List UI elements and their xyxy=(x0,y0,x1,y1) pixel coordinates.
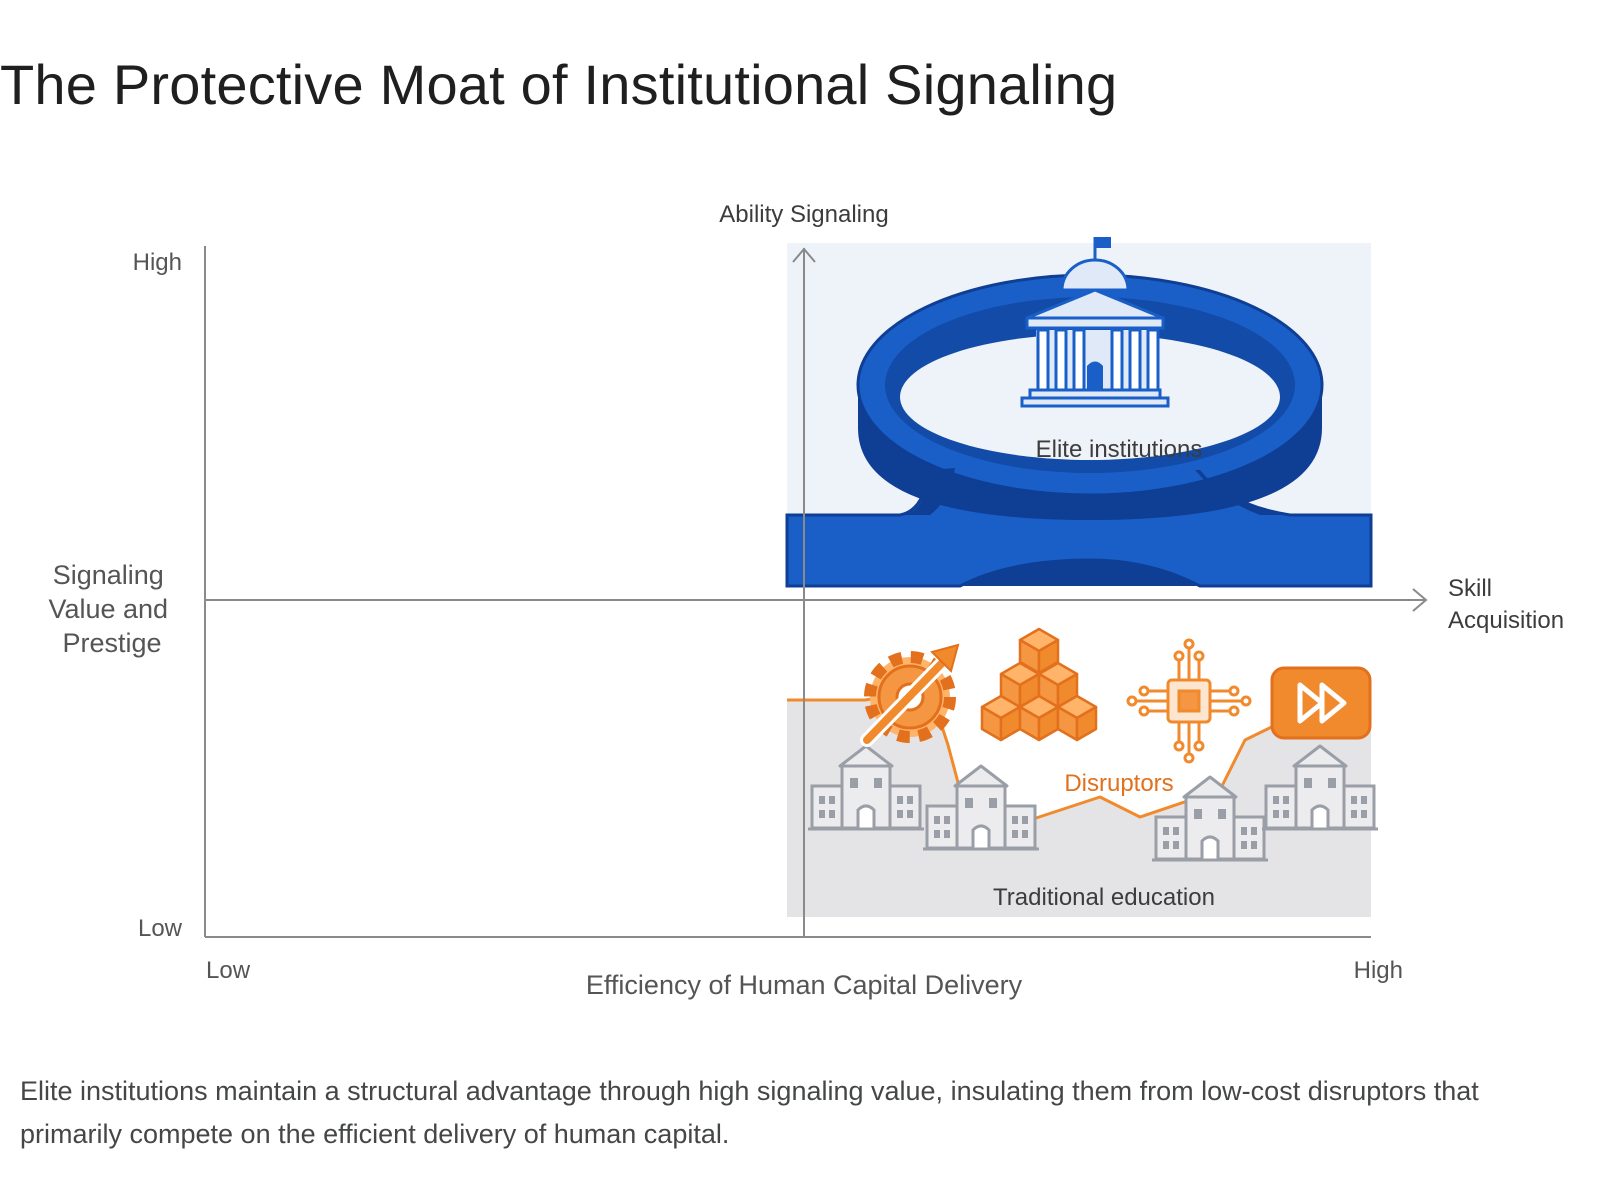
elite-institutions-label: Elite institutions xyxy=(1036,436,1203,463)
ability-signaling-arrowhead xyxy=(792,247,816,263)
traditional-education-label: Traditional education xyxy=(993,884,1215,911)
circuit-chip-icon xyxy=(1126,638,1252,764)
figure-caption: Elite institutions maintain a structural… xyxy=(20,1076,1479,1149)
gear-growth-arrow-icon xyxy=(860,643,960,747)
y-axis-title: Signaling Value and Prestige xyxy=(48,560,175,658)
skill-acquisition-arrowhead xyxy=(1412,588,1428,612)
x-axis-low-label: Low xyxy=(206,957,251,984)
page-title: The Protective Moat of Institutional Sig… xyxy=(0,53,1118,116)
quadrant-diagram: Ability Signaling High Low Signaling Val… xyxy=(48,201,1564,1000)
ability-signaling-label: Ability Signaling xyxy=(719,201,888,228)
x-axis-title: Efficiency of Human Capital Delivery xyxy=(586,970,1023,1000)
stacked-cubes-icon xyxy=(980,627,1098,742)
axes xyxy=(204,246,1428,938)
disruptors-label: Disruptors xyxy=(1064,770,1173,797)
domed-university-icon xyxy=(1020,237,1170,408)
fast-forward-icon xyxy=(1270,666,1372,740)
y-axis-high-label: High xyxy=(133,249,182,276)
x-axis-high-label: High xyxy=(1354,957,1403,984)
skill-acquisition-label: Skill Acquisition xyxy=(1448,575,1564,634)
y-axis-low-label: Low xyxy=(138,915,183,942)
